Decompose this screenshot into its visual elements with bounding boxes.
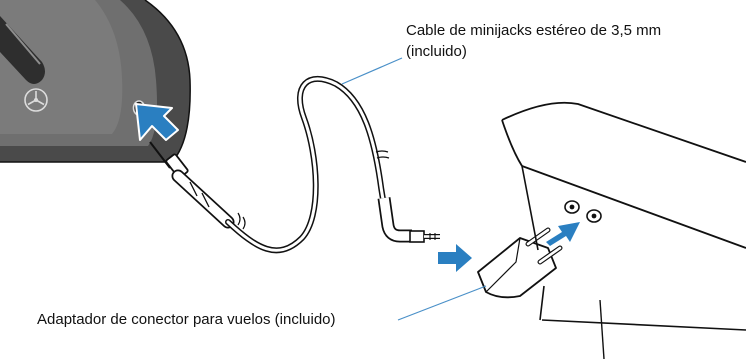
headphone-earcup [0,0,191,163]
blue-arrow-icon [135,103,179,141]
earcup-face [0,0,123,134]
armrest-dual-socket [564,200,602,223]
adapter-leader-line [397,285,487,321]
cable-label-line2: (incluido) [406,43,467,60]
armrest-side [521,165,746,331]
cable-label-line1: Cable de minijacks estéreo de 3,5 mm [406,22,662,39]
yamaha-tuning-fork-logo-icon [24,88,48,112]
armrest-front [501,119,523,167]
aircraft-armrest [501,101,746,359]
cable-leader-line [341,57,403,85]
earcup-outline [0,0,191,163]
blue-arrow-icon [546,222,580,246]
armrest-edge [521,165,746,249]
headphone-plug [149,141,235,229]
armrest-top [501,101,746,163]
arrow-adapter-to-socket [546,222,580,246]
cable-label: Cable de minijacks estéreo de 3,5 mm (in… [406,20,661,62]
adapter-label: Adaptador de conector para vuelos (inclu… [37,311,336,328]
slider-highlight [5,23,41,65]
arrow-cable-to-adapter [438,244,472,272]
blue-arrow-icon [438,244,472,272]
angled-plug [377,197,440,243]
headphone-slider [0,16,45,84]
flight-adapter [477,227,563,299]
adapter-body [477,237,557,299]
stereo-minijack-cable [149,76,440,254]
arrow-into-headphone [135,103,179,141]
